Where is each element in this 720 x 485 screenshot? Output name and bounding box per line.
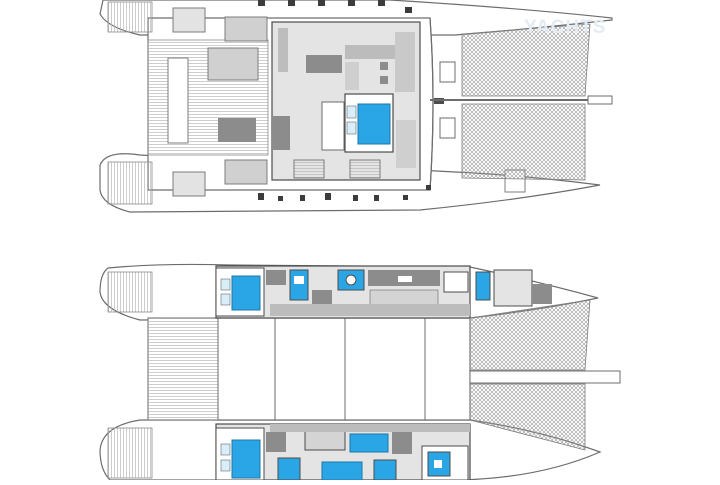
lower-deck (99, 263, 621, 481)
cockpit-seat-bottom (224, 159, 268, 185)
galley-sink (380, 62, 388, 70)
bowsprit (587, 95, 613, 105)
cockpit-seat-top (224, 16, 268, 42)
main-deck (99, 0, 613, 213)
brand-watermark: YACHTS (524, 17, 607, 38)
master-pillow-2 (346, 121, 357, 135)
lower-aft-steps-starboard (107, 427, 153, 479)
stbd-head-1 (266, 432, 286, 452)
port-head-2-sink (345, 274, 357, 286)
aft-teak-starboard (107, 161, 153, 205)
saloon-step-2 (349, 159, 381, 179)
aft-starboard-bed (231, 439, 261, 479)
stbd-corridor (270, 424, 470, 432)
lower-forward-crossbeam (469, 370, 621, 384)
stbd-head-3 (373, 459, 397, 481)
foredeck-hatch-2 (439, 117, 456, 139)
deck-fittings-bottom (258, 185, 431, 201)
aft-port-pillow-1 (220, 278, 231, 291)
bridgedeck-beams (217, 318, 426, 420)
galley-unit (345, 62, 359, 90)
port-utility-1 (266, 270, 286, 285)
stbd-head-2 (277, 457, 301, 481)
saloon-bench-left (278, 28, 288, 72)
saloon-stairs (321, 101, 345, 151)
cockpit-sofa-1 (207, 47, 259, 81)
aft-port-bed (231, 275, 261, 311)
aft-starboard-pillow-2 (220, 459, 231, 472)
forward-trampoline-starboard (461, 103, 586, 181)
master-bed (357, 103, 391, 145)
lower-trampoline-starboard (469, 383, 586, 451)
stbd-mid-bed (321, 461, 363, 481)
stbd-cabin-3-bed (349, 433, 389, 453)
port-forward-store-2 (532, 284, 552, 304)
foredeck-bulkhead (429, 17, 434, 191)
port-corridor (270, 304, 470, 316)
master-wardrobe (396, 120, 416, 168)
port-galley-appliance (398, 276, 412, 282)
stbd-forward-head-toilet (434, 460, 442, 468)
forward-trampoline-port (461, 23, 591, 97)
port-locker (443, 271, 469, 293)
port-head-1 (289, 269, 309, 301)
port-forward-store (493, 269, 533, 307)
lower-trampoline-port (469, 299, 591, 371)
deck-fittings-top (258, 0, 412, 13)
foredeck-hatch-1 (439, 61, 456, 83)
stbd-utility (392, 432, 412, 454)
saloon-step-1 (293, 159, 325, 179)
port-head-1-toilet (294, 276, 304, 284)
lower-aft-steps-port (107, 271, 153, 313)
aft-teak-port (107, 1, 153, 33)
saloon-column (272, 116, 290, 150)
port-forward-head (475, 271, 491, 301)
galley-stove (380, 76, 388, 84)
cockpit-table-dark (218, 118, 256, 142)
saloon-sofa (306, 55, 342, 73)
galley-counter (345, 45, 401, 59)
master-pillow-1 (346, 105, 357, 119)
cockpit-table (167, 57, 189, 144)
lower-aft-teak (147, 317, 219, 421)
aft-starboard-pillow-1 (220, 443, 231, 456)
nav-station (395, 32, 415, 92)
aft-lounger-2 (172, 171, 206, 197)
aft-port-pillow-2 (220, 293, 231, 306)
aft-lounger (172, 7, 206, 33)
